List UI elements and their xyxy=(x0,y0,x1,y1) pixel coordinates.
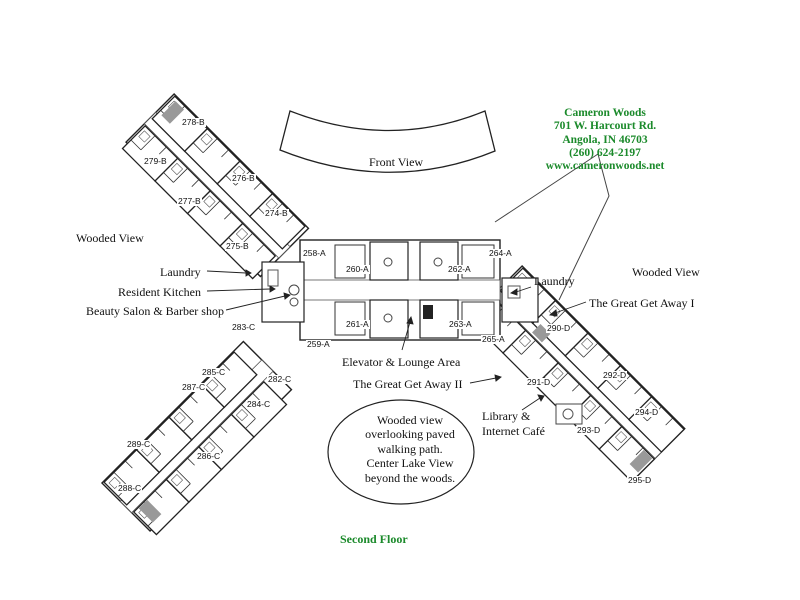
beauty-salon-label: Beauty Salon & Barber shop xyxy=(86,304,224,318)
room-274b[interactable]: 274-B xyxy=(264,208,289,218)
room-294d[interactable]: 294-D xyxy=(634,407,660,417)
room-264a[interactable]: 264-A xyxy=(488,248,513,258)
facility-phone: (260) 624-2197 xyxy=(569,146,641,159)
library-label-1: Library & xyxy=(482,409,531,423)
room-282c[interactable]: 282-C xyxy=(267,374,293,384)
oval-note-line: beyond the woods. xyxy=(364,470,456,485)
room-259a[interactable]: 259-A xyxy=(306,339,331,349)
room-276b[interactable]: 276-B xyxy=(231,173,256,183)
room-278b[interactable]: 278-B xyxy=(181,117,206,127)
oval-note-shape xyxy=(327,399,475,505)
elevator-lounge-label: Elevator & Lounge Area xyxy=(342,355,461,369)
oval-note: Wooded view overlooking paved walking pa… xyxy=(350,413,470,485)
room-283c[interactable]: 283-C xyxy=(231,322,257,332)
room-292d[interactable]: 292-D xyxy=(602,370,628,380)
room-287c[interactable]: 287-C xyxy=(181,382,207,392)
resident-kitchen-label: Resident Kitchen xyxy=(118,285,201,299)
room-279b[interactable]: 279-B xyxy=(143,156,168,166)
room-258a[interactable]: 258-A xyxy=(302,248,327,258)
floor-title: Second Floor xyxy=(340,532,408,546)
wing-upper-left xyxy=(121,93,310,280)
room-260a[interactable]: 260-A xyxy=(345,264,370,274)
hub-right xyxy=(501,277,583,425)
great-get-away-1-label: The Great Get Away I xyxy=(589,296,695,310)
facility-address: 701 W. Harcourt Rd. xyxy=(553,120,657,133)
oval-note-line: Wooded view xyxy=(376,413,444,427)
room-275b[interactable]: 275-B xyxy=(225,241,250,251)
room-290d[interactable]: 290-D xyxy=(546,323,572,333)
oval-note-line: overlooking paved xyxy=(365,427,455,442)
wooded-view-right-label: Wooded View xyxy=(632,265,700,279)
room-286c[interactable]: 286-C xyxy=(196,451,222,461)
front-view-label: Front View xyxy=(369,155,424,169)
great-get-away-2-label: The Great Get Away II xyxy=(353,377,463,391)
library-label-2: Internet Café xyxy=(482,424,545,438)
room-291d[interactable]: 291-D xyxy=(526,377,552,387)
room-288c[interactable]: 288-C xyxy=(117,483,143,493)
oval-note-line: walking path. xyxy=(377,441,443,456)
facility-website[interactable]: www.cameronwoods.net xyxy=(545,160,665,173)
contact-info: Cameron Woods 701 W. Harcourt Rd. Angola… xyxy=(520,107,690,174)
oval-note-line: Center Lake View xyxy=(366,456,454,471)
room-261a[interactable]: 261-A xyxy=(345,319,370,329)
leader-lines xyxy=(206,269,587,411)
room-285c[interactable]: 285-C xyxy=(201,367,227,377)
wooded-view-left-label: Wooded View xyxy=(76,231,144,245)
laundry-left-label: Laundry xyxy=(160,265,201,279)
room-262a[interactable]: 262-A xyxy=(447,264,472,274)
front-view-arc xyxy=(279,110,496,173)
room-265a[interactable]: 265-A xyxy=(481,334,506,344)
room-295d[interactable]: 295-D xyxy=(627,475,653,485)
room-277b[interactable]: 277-B xyxy=(177,196,202,206)
room-284c[interactable]: 284-C xyxy=(246,399,272,409)
facility-city: Angola, IN 46703 xyxy=(562,133,648,146)
laundry-right-label: Laundry xyxy=(534,274,575,288)
hub-left xyxy=(261,261,305,323)
wing-lower-left xyxy=(100,340,293,536)
room-263a[interactable]: 263-A xyxy=(448,319,473,329)
room-293d[interactable]: 293-D xyxy=(576,425,602,435)
room-289c[interactable]: 289-C xyxy=(126,439,152,449)
facility-name: Cameron Woods xyxy=(564,107,646,119)
site-outline xyxy=(494,153,610,301)
